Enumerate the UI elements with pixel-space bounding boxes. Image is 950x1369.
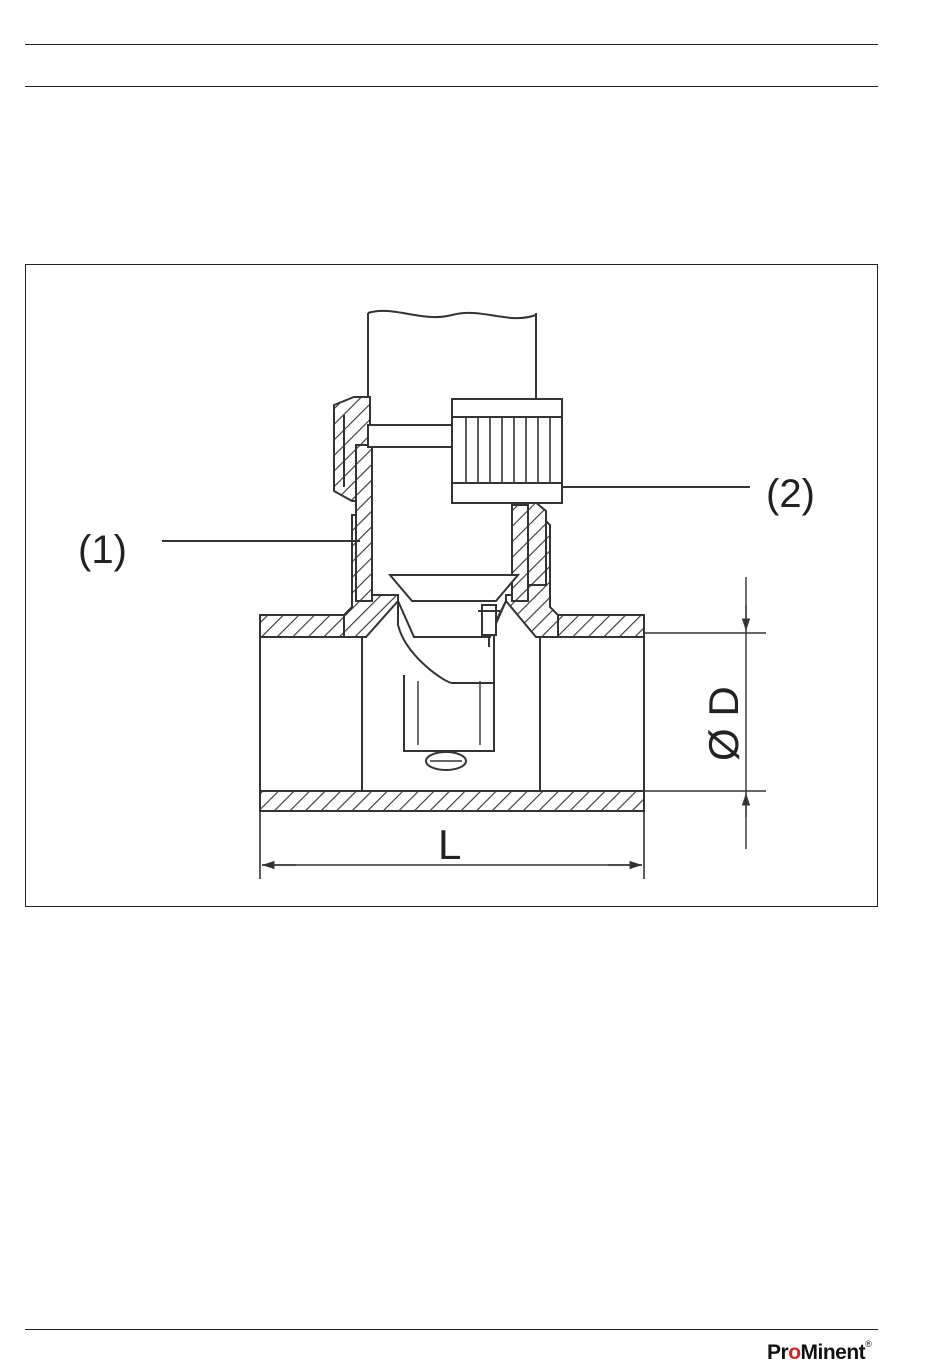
fitting-drawing: (1) (2) L Ø D: [26, 265, 877, 906]
inner-sleeve-left: [356, 445, 372, 601]
seat-cone: [390, 575, 518, 601]
header-rule-bottom: [25, 86, 878, 87]
header-rule-top: [25, 44, 878, 45]
footer-rule: [25, 1329, 878, 1330]
callout-2: (2): [766, 472, 815, 516]
knurled-knob: [452, 399, 562, 503]
pipe-wall-bottom: [260, 791, 644, 811]
prominent-logo: ProMinent®: [767, 1341, 871, 1365]
dimension-length-label: L: [438, 821, 461, 868]
dimension-diameter-label: Ø D: [700, 686, 747, 761]
crossbar: [368, 425, 452, 447]
callout-1: (1): [78, 528, 127, 572]
figure-frame: (1) (2) L Ø D: [25, 264, 878, 907]
inner-sleeve-right: [512, 505, 528, 601]
